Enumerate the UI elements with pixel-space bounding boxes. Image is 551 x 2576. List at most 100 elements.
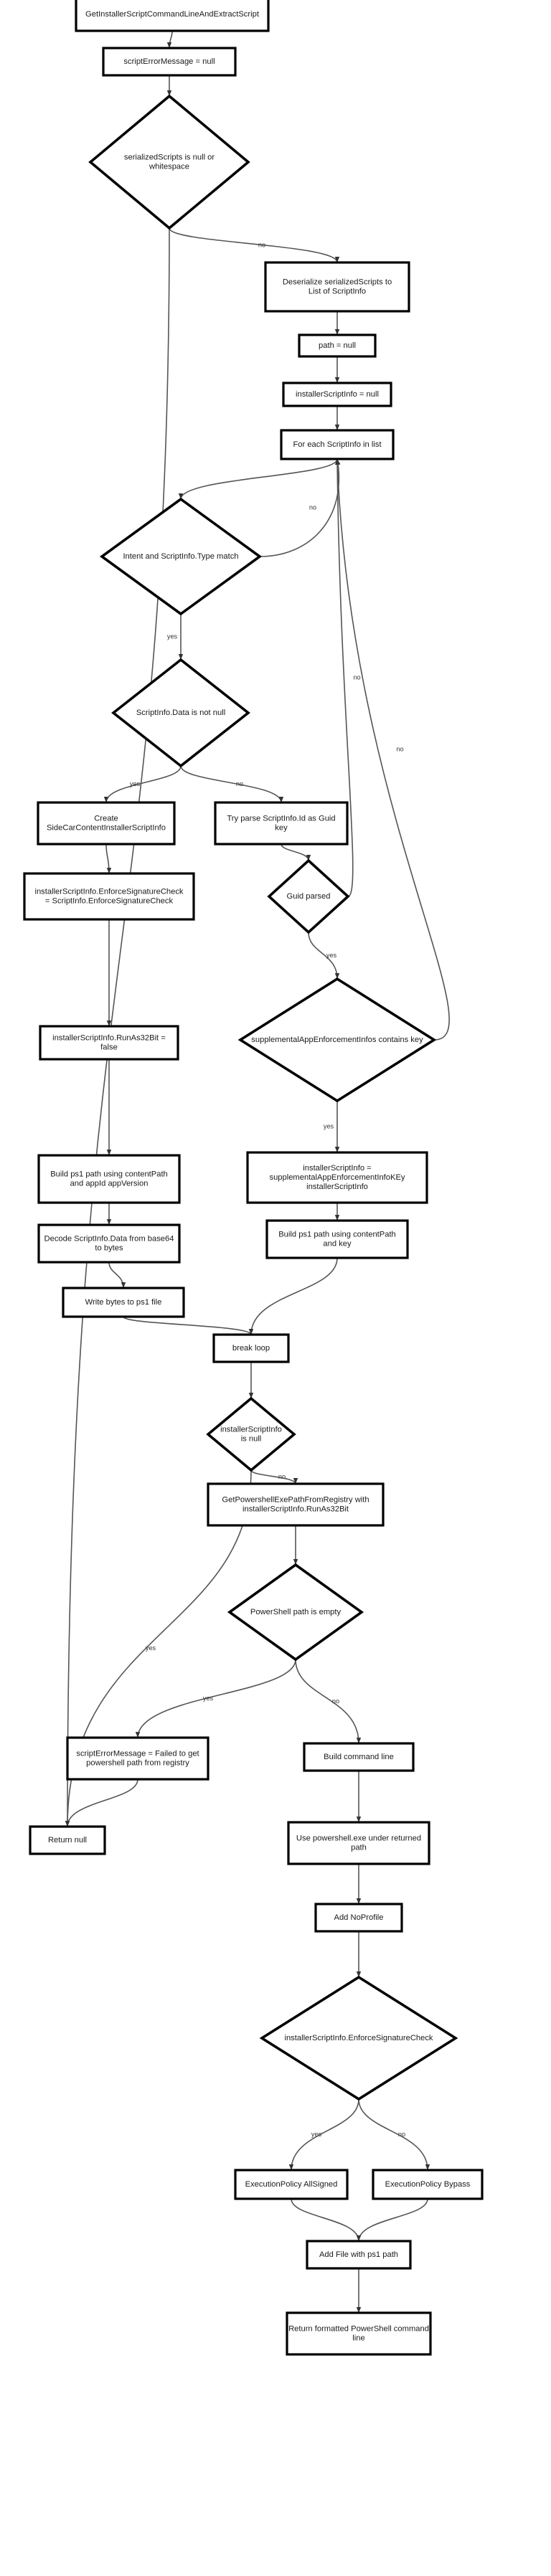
flow-node-installerscriptinfo-runas32bit-false[interactable]: installerScriptInfo.RunAs32Bit =false	[39, 1025, 179, 1061]
flow-node-installerscriptinfo-supplementalappenforcementinfokey-instal[interactable]: installerScriptInfo =supplementalAppEnfo…	[246, 1151, 428, 1204]
flow-node-path-null[interactable]: path = null	[298, 333, 377, 358]
node-label: path = null	[319, 341, 356, 350]
flow-edge-n31-to-n33	[291, 2198, 362, 2242]
flow-node-intent-and-scriptinfo-type-match[interactable]: Intent and ScriptInfo.Type match	[99, 497, 263, 616]
flow-node-executionpolicy-allsigned[interactable]: ExecutionPolicy AllSigned	[234, 2169, 349, 2200]
edge-label-yes-n24: yes	[203, 1695, 214, 1702]
process-shape	[306, 2240, 412, 2270]
decision-shape	[206, 1396, 296, 1472]
flow-node-scripterrormessage-null[interactable]: scriptErrorMessage = null	[102, 47, 237, 77]
decision-shape	[227, 1563, 364, 1662]
flow-edge-n9-to-n11	[180, 765, 284, 803]
flow-edge-n32-to-n33	[356, 2198, 428, 2242]
edge-label-no-n22: no	[278, 1473, 286, 1480]
edge-label-no-n13: no	[353, 673, 360, 681]
process-shape	[246, 1151, 428, 1204]
flow-edge-n13-to-n7	[334, 458, 354, 897]
edge-label-no-n3: no	[258, 241, 265, 248]
node-label: Build command line	[324, 1753, 394, 1761]
flow-node-write-bytes-to-ps1-file[interactable]: Write bytes to ps1 file	[62, 1287, 185, 1318]
flow-edge-n22-to-n23	[250, 1469, 298, 1484]
flow-node-installerscriptinfo-null[interactable]: installerScriptInfo = null	[282, 382, 392, 407]
node-label: GetInstallerScriptCommandLineAndExtractS…	[85, 10, 260, 19]
process-shape	[214, 801, 349, 846]
flow-edge-n13-to-n15	[308, 932, 340, 980]
flow-edge-n20-to-n21	[123, 1316, 254, 1335]
node-label: Guid parsed	[287, 892, 331, 901]
process-shape	[287, 1821, 430, 1865]
edge-label-no-n8: no	[309, 503, 316, 511]
flow-node-installerscriptinfo-enforcesignaturecheck[interactable]: installerScriptInfo.EnforceSignatureChec…	[259, 1975, 458, 2101]
process-shape	[62, 1287, 185, 1318]
flow-node-build-command-line[interactable]: Build command line	[303, 1742, 415, 1772]
edge-label-yes-n8: yes	[167, 633, 178, 640]
node-label: break loop	[232, 1344, 270, 1353]
decision-shape	[99, 497, 263, 616]
flow-node-supplementalappenforcementinfos-contains-key[interactable]: supplementalAppEnforcementInfos contains…	[237, 977, 437, 1103]
process-shape	[314, 1903, 403, 1933]
flow-edge-n18-to-n20	[108, 1261, 126, 1289]
edge-label-no-n24: no	[332, 1697, 339, 1705]
process-shape	[298, 333, 377, 358]
flow-node-add-noprofile[interactable]: Add NoProfile	[314, 1903, 403, 1933]
flow-node-add-file-with-ps1-path[interactable]: Add File with ps1 path	[306, 2240, 412, 2270]
node-label: installerScriptInfo.EnforceSignatureChec…	[34, 888, 183, 906]
flow-edge-n9-to-n10	[103, 765, 182, 803]
process-shape	[66, 1736, 209, 1781]
flow-node-guid-parsed[interactable]: Guid parsed	[267, 858, 350, 934]
flow-node-executionpolicy-bypass[interactable]: ExecutionPolicy Bypass	[372, 2169, 484, 2200]
node-label: ExecutionPolicy AllSigned	[245, 2180, 338, 2189]
process-shape	[265, 1219, 409, 1259]
flow-edge-n3-to-n4	[169, 227, 340, 263]
flow-edge-n24-to-n25	[135, 1659, 296, 1738]
process-shape	[75, 0, 270, 32]
node-label: ScriptInfo.Data is not null	[136, 709, 225, 717]
node-label: installerScriptInfo = null	[296, 390, 379, 399]
node-label: Add NoProfile	[334, 1913, 383, 1922]
flow-node-installerscriptinfo-enforcesignaturecheck-scriptinfo-enforce[interactable]: installerScriptInfo.EnforceSignatureChec…	[23, 872, 195, 921]
flow-node-getinstallerscriptcommandlineandextractscript[interactable]: GetInstallerScriptCommandLineAndExtractS…	[75, 0, 270, 32]
flow-node-for-each-scriptinfo-in-list[interactable]: For each ScriptInfo in list	[280, 429, 395, 460]
flow-node-return-null[interactable]: Return null	[29, 1825, 106, 1855]
process-shape	[264, 261, 410, 313]
edge-label-no-n15: no	[396, 745, 403, 752]
decision-shape	[237, 977, 437, 1103]
node-label: installerScriptInfo.EnforceSignatureChec…	[284, 2034, 433, 2042]
flow-edge-n19-to-n21	[248, 1257, 338, 1335]
flow-node-break-loop[interactable]: break loop	[212, 1333, 290, 1363]
flow-edge-n15-to-n7	[335, 458, 450, 1041]
edge-label-yes-n30: yes	[311, 2131, 322, 2138]
edge-label-yes-n22: yes	[146, 1644, 156, 1652]
flow-edge-n11-to-n13	[281, 843, 311, 861]
node-label: Return null	[48, 1836, 87, 1845]
node-label: Intent and ScriptInfo.Type match	[123, 552, 238, 561]
node-label: installerScriptInfo =supplementalAppEnfo…	[269, 1164, 405, 1191]
flow-node-scriptinfo-data-is-not-null[interactable]: ScriptInfo.Data is not null	[111, 658, 250, 768]
node-label: Add File with ps1 path	[319, 2250, 398, 2259]
edge-label-no-n30: no	[398, 2131, 405, 2138]
flow-node-powershell-path-is-empty[interactable]: PowerShell path is empty	[227, 1563, 364, 1662]
flow-edge-n25-to-n27	[65, 1779, 138, 1827]
edge-label-yes-n13: yes	[326, 952, 337, 959]
